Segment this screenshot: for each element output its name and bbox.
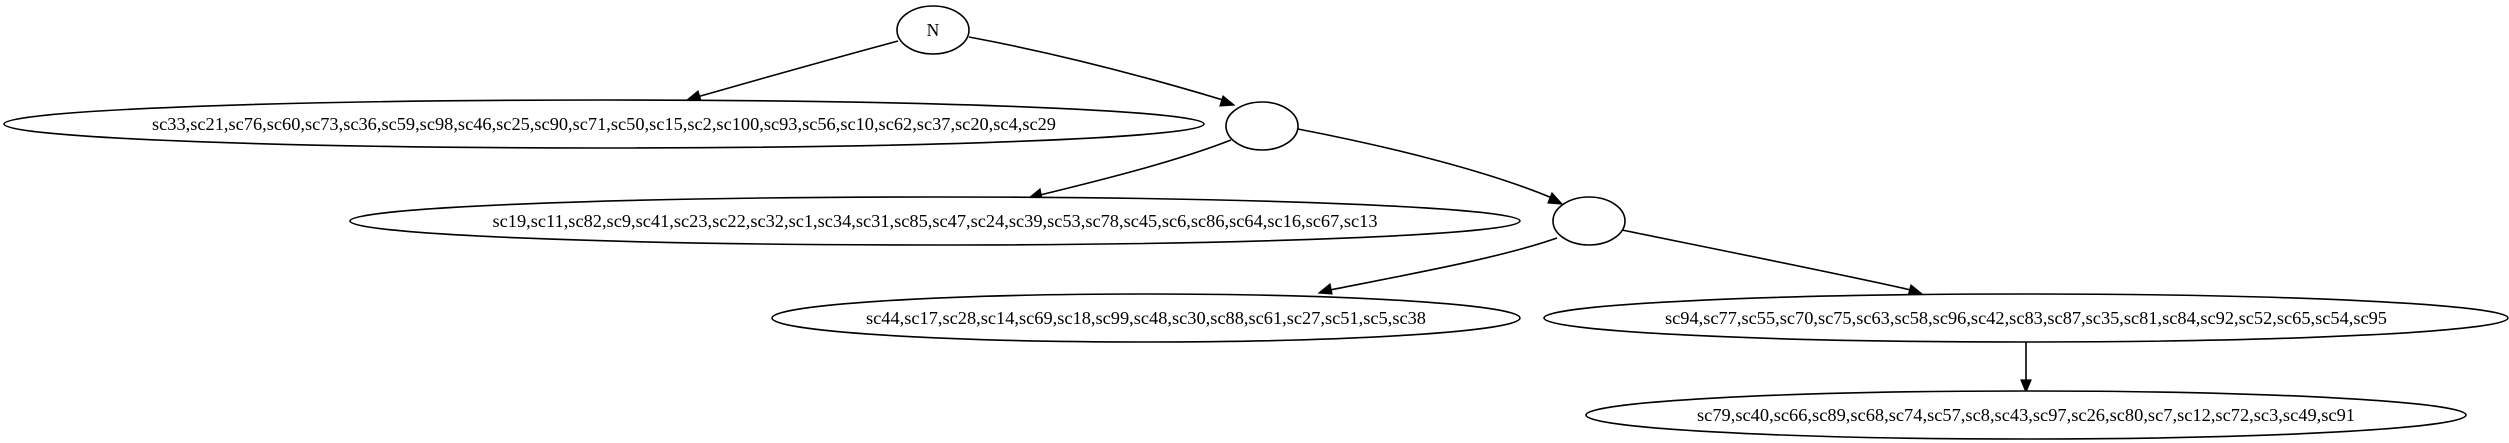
leaf-node-4-label: sc94,sc77,sc55,sc70,sc75,sc63,sc58,sc96,… [1665,308,2387,328]
leaf-node-1-label: sc33,sc21,sc76,sc60,sc73,sc36,sc59,sc98,… [152,114,1056,134]
leaf-node-2-label: sc19,sc11,sc82,sc9,sc41,sc23,sc22,sc32,s… [493,211,1378,231]
edge-root-to-internal-a [968,36,1236,107]
internal-node-a [1225,101,1299,151]
leaf-node-3-label: sc44,sc17,sc28,sc14,sc69,sc18,sc99,sc48,… [866,308,1426,328]
root-node: N [896,5,970,55]
root-node-label: N [927,20,940,40]
edge-internal-b-to-leaf-3 [1317,237,1558,295]
edge-leaf-4-to-leaf-5 [2020,339,2032,394]
internal-node-b [1552,196,1626,246]
leaf-node-4: sc94,sc77,sc55,sc70,sc75,sc63,sc58,sc96,… [1543,293,2509,343]
leaf-node-5: sc79,sc40,sc66,sc89,sc68,sc74,sc57,sc8,s… [1585,390,2467,440]
edge-root-to-leaf-1 [684,40,899,102]
leaf-node-2: sc19,sc11,sc82,sc9,sc41,sc23,sc22,sc32,s… [349,196,1521,246]
nodes: N sc33,sc21,sc76,sc60,sc73,sc36,sc59,sc9… [3,5,2509,440]
leaf-node-5-label: sc79,sc40,sc66,sc89,sc68,sc74,sc57,sc8,s… [1697,405,2355,425]
leaf-node-3: sc44,sc17,sc28,sc14,sc69,sc18,sc99,sc48,… [771,293,1521,343]
edge-internal-b-to-leaf-4 [1621,229,1924,297]
edges [684,36,2032,394]
edge-internal-a-to-leaf-2 [1027,139,1232,200]
edge-internal-a-to-internal-b [1297,128,1564,205]
leaf-node-1: sc33,sc21,sc76,sc60,sc73,sc36,sc59,sc98,… [3,99,1205,149]
